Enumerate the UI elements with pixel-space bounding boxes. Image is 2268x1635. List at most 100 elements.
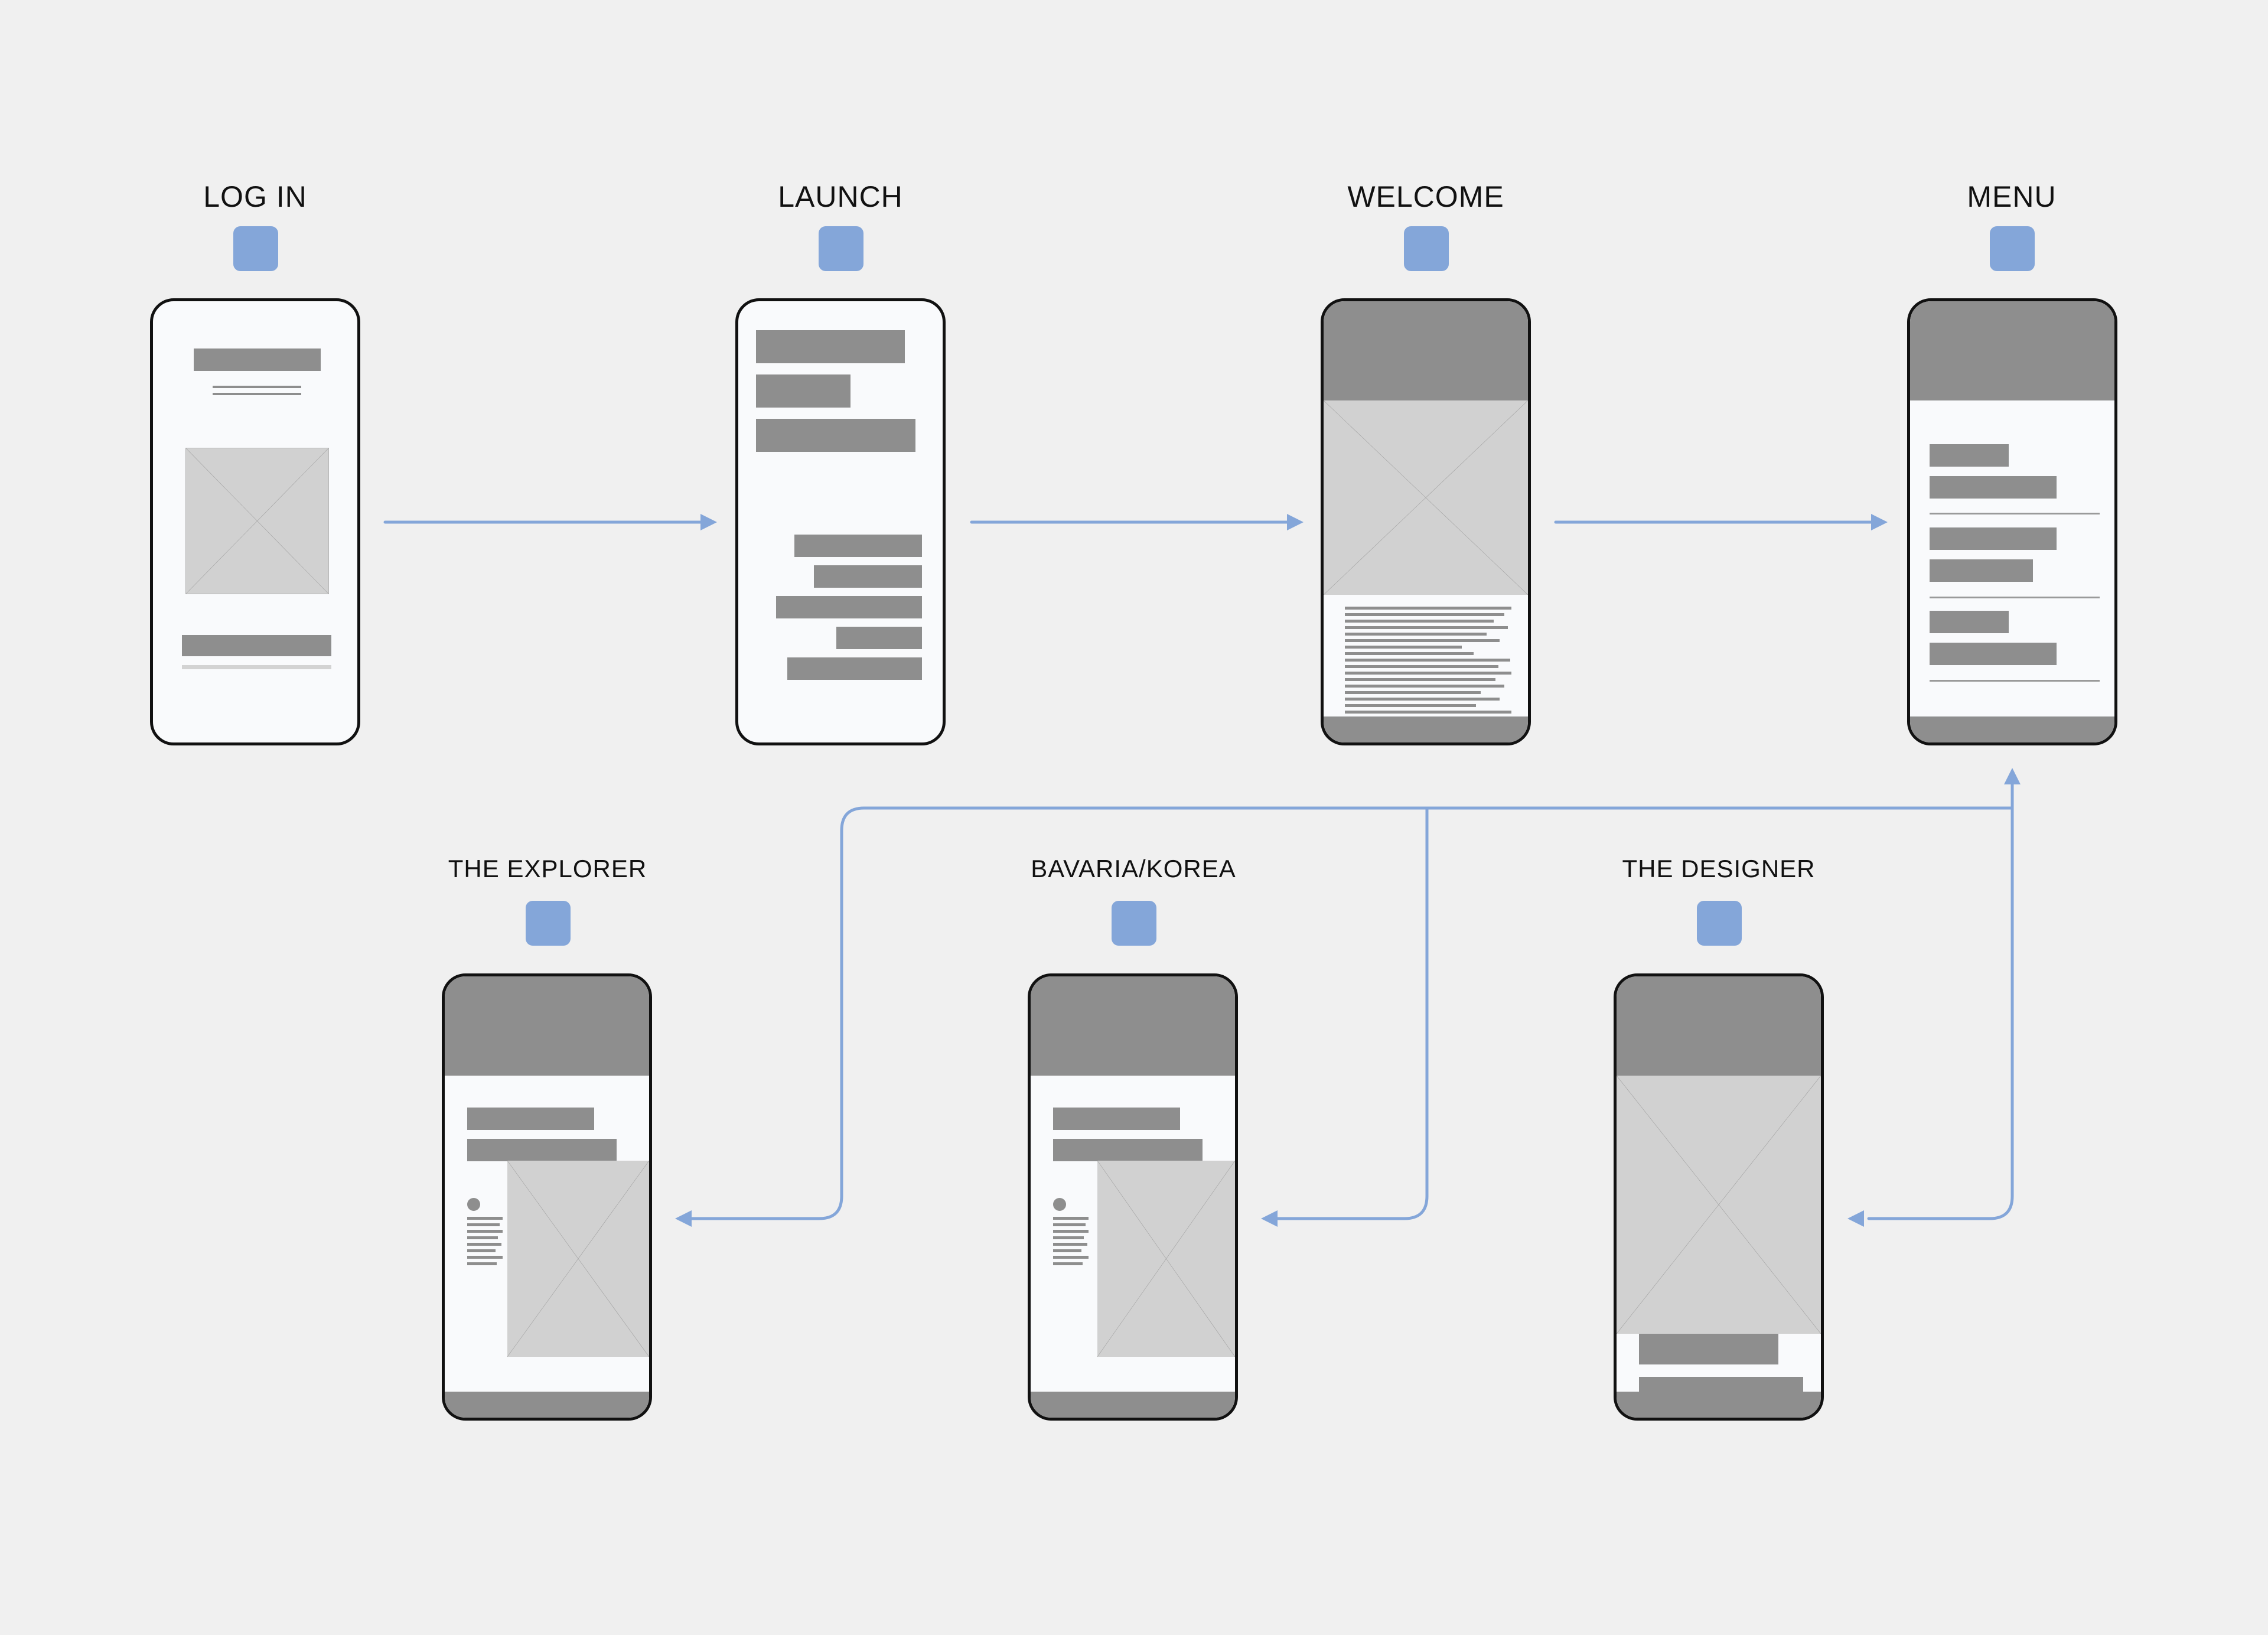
- phone-welcome: [1321, 298, 1531, 745]
- header-bar: [1617, 976, 1821, 1076]
- arrowhead: [1261, 1210, 1278, 1227]
- header-bar: [1031, 976, 1235, 1076]
- screen-label-login: LOG IN: [203, 180, 307, 213]
- menu-divider: [1930, 597, 2100, 598]
- text-line: [1345, 633, 1487, 636]
- phone-login: [150, 298, 360, 745]
- text-line: [1345, 698, 1500, 701]
- caption-block: [1639, 1334, 1778, 1364]
- app-icon: [1404, 226, 1449, 271]
- image-placeholder: [1617, 1076, 1821, 1334]
- text-line: [1345, 646, 1462, 649]
- app-icon: [1990, 226, 2035, 271]
- text-line: [1345, 613, 1504, 616]
- arrow-menu-to-explorer: [689, 806, 2014, 1220]
- text-line: [1345, 691, 1481, 694]
- text-line: [1053, 1256, 1089, 1259]
- text-line: [1345, 659, 1510, 662]
- text-line: [1345, 678, 1495, 681]
- arrowhead: [2004, 768, 2021, 784]
- phone-launch: [735, 298, 946, 745]
- app-icon: [526, 901, 571, 946]
- avatar-dot: [1053, 1198, 1066, 1211]
- text-line: [1053, 1236, 1084, 1239]
- app-icon: [233, 226, 278, 271]
- text-block: [756, 330, 905, 363]
- app-icon: [819, 226, 863, 271]
- footer-bar: [1910, 716, 2114, 742]
- subtitle-block: [1053, 1139, 1203, 1161]
- footer-bar: [1031, 1392, 1235, 1418]
- title-block: [194, 349, 321, 371]
- text-line: [1345, 639, 1500, 642]
- text-line: [467, 1243, 501, 1246]
- text-block: [756, 419, 915, 452]
- arrowhead: [1287, 514, 1304, 530]
- text-block: [814, 565, 922, 588]
- text-line: [1345, 685, 1504, 688]
- text-line: [467, 1262, 497, 1265]
- text-block: [756, 374, 850, 408]
- footer-bar: [1324, 716, 1528, 742]
- text-line: [1345, 620, 1494, 623]
- header-bar: [1910, 301, 2114, 400]
- text-block: [794, 535, 922, 557]
- header-bar: [445, 976, 649, 1076]
- text-line: [467, 1249, 496, 1252]
- menu-divider: [1930, 513, 2100, 514]
- phone-bavaria-korea: [1028, 973, 1238, 1421]
- subtitle-block: [467, 1139, 617, 1161]
- menu-item-title: [1930, 527, 2057, 550]
- phone-designer: [1614, 973, 1824, 1421]
- image-placeholder: [507, 1161, 649, 1357]
- menu-divider: [1930, 680, 2100, 682]
- text-line: [1053, 1243, 1087, 1246]
- menu-item-subtitle: [1930, 559, 2033, 582]
- text-line: [467, 1223, 500, 1226]
- text-line: [1053, 1217, 1089, 1220]
- menu-item-title: [1930, 444, 2009, 467]
- text-block: [787, 657, 922, 680]
- text-line: [1053, 1262, 1083, 1265]
- text-line: [1345, 704, 1476, 707]
- title-block: [467, 1108, 594, 1130]
- text-line: [1345, 626, 1508, 629]
- title-block: [1053, 1108, 1180, 1130]
- text-line: [1345, 665, 1498, 668]
- text-line: [1053, 1230, 1089, 1233]
- image-placeholder: [185, 448, 329, 594]
- arrowhead: [1871, 514, 1888, 530]
- footer-bar: [1617, 1392, 1821, 1418]
- footer-bar: [445, 1392, 649, 1418]
- app-icon: [1112, 901, 1156, 946]
- text-line: [467, 1236, 498, 1239]
- subtitle-line: [213, 386, 301, 388]
- text-line: [467, 1230, 503, 1233]
- image-placeholder: [1097, 1161, 1235, 1357]
- menu-item-subtitle: [1930, 476, 2057, 499]
- login-button-block: [182, 635, 331, 656]
- screen-label-explorer: THE EXPLORER: [448, 855, 647, 882]
- screen-label-designer: THE DESIGNER: [1622, 855, 1816, 882]
- phone-explorer: [442, 973, 652, 1421]
- subtitle-line: [213, 393, 301, 395]
- menu-item-title: [1930, 611, 2009, 633]
- screen-label-menu: MENU: [1967, 180, 2057, 213]
- arrow-designer-to-menu: [1867, 779, 2014, 1220]
- screen-label-bavaria-korea: BAVARIA/KOREA: [1031, 855, 1236, 882]
- arrowhead: [1847, 1210, 1864, 1227]
- text-block: [836, 627, 922, 649]
- text-line: [1053, 1223, 1086, 1226]
- input-underline: [182, 665, 331, 669]
- text-line: [1345, 652, 1474, 655]
- arrowhead: [675, 1210, 692, 1227]
- image-placeholder: [1324, 400, 1528, 595]
- arrow-menu-to-bavaria-korea: [1275, 806, 1429, 1220]
- arrowhead: [700, 514, 717, 530]
- phone-menu: [1907, 298, 2117, 745]
- app-icon: [1697, 901, 1742, 946]
- text-line: [467, 1217, 503, 1220]
- text-line: [467, 1256, 503, 1259]
